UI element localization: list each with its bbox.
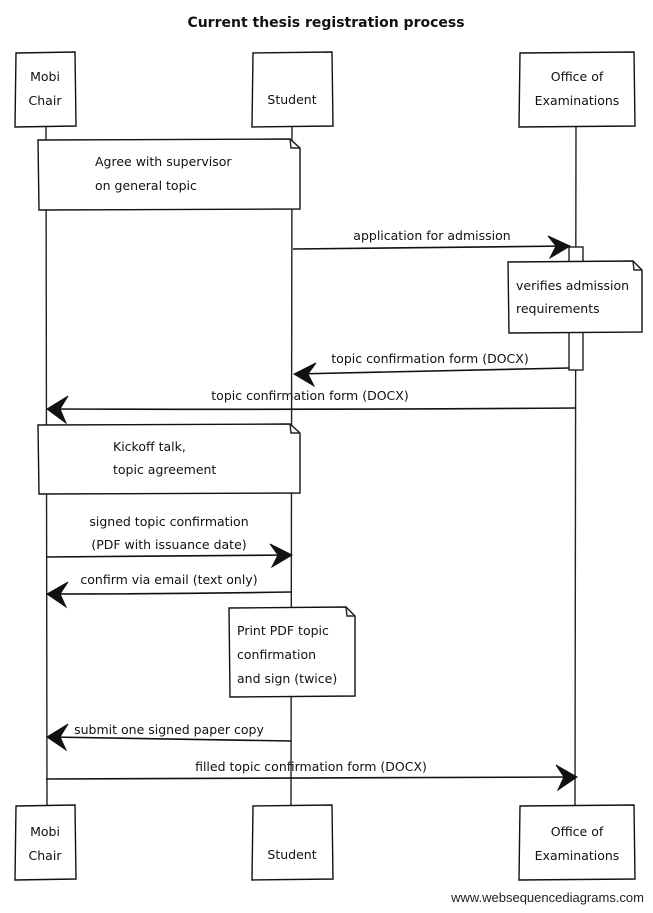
message-label: topic confirmation form (DOCX) [211, 388, 408, 403]
note-agree-with-supervisor: Agree with supervisor on general topic [37, 138, 301, 211]
note-text: Kickoff talk, [113, 439, 186, 454]
message-label: (PDF with issuance date) [91, 537, 246, 552]
participant-label: Student [267, 92, 316, 107]
note-text: Print PDF topic [237, 623, 329, 638]
message-topic-confirmation-form-to-mobi: topic confirmation form (DOCX) [46, 388, 577, 425]
note-kickoff-talk: Kickoff talk, topic agreement [37, 423, 301, 495]
message-label: signed topic confirmation [89, 514, 248, 529]
participant-student-bottom: Student [251, 804, 334, 881]
note-text: and sign (twice) [237, 671, 337, 686]
message-topic-confirmation-form-to-student: topic confirmation form (DOCX) [292, 351, 570, 388]
message-label: confirm via email (text only) [80, 572, 257, 587]
participant-office-bottom: Office of Examinations [518, 804, 636, 881]
message-filled-topic-confirmation-form: filled topic confirmation form (DOCX) [45, 759, 578, 792]
participant-mobi-chair-top: Mobi Chair [14, 51, 77, 128]
participant-label: Chair [29, 848, 63, 863]
participant-label: Mobi [30, 69, 60, 84]
participant-label: Mobi [30, 824, 60, 839]
message-signed-topic-confirmation: signed topic confirmation (PDF with issu… [45, 514, 294, 569]
message-label: submit one signed paper copy [74, 722, 264, 737]
participant-label: Office of [551, 824, 604, 839]
note-text: confirmation [237, 647, 316, 662]
footer-watermark: www.websequencediagrams.com [451, 890, 644, 905]
message-label: topic confirmation form (DOCX) [331, 351, 528, 366]
message-label: filled topic confirmation form (DOCX) [195, 759, 427, 774]
diagram-title: Current thesis registration process [187, 15, 464, 31]
participant-label: Examinations [535, 93, 620, 108]
message-application-for-admission: application for admission [292, 228, 572, 260]
note-text: requirements [516, 301, 600, 316]
participant-label: Chair [29, 93, 63, 108]
message-confirm-via-email: confirm via email (text only) [46, 572, 292, 609]
note-text: on general topic [95, 178, 197, 193]
note-verifies-admission-requirements: verifies admission requirements [507, 260, 643, 334]
note-text: Agree with supervisor [95, 154, 232, 169]
participant-label: Student [267, 847, 316, 862]
note-text: verifies admission [516, 278, 629, 293]
lifeline-office-of-examinations [574, 125, 578, 807]
participant-office-top: Office of Examinations [518, 51, 636, 128]
message-label: application for admission [353, 228, 510, 243]
note-text: topic agreement [113, 462, 216, 477]
participant-label: Office of [551, 69, 604, 84]
note-print-pdf-topic: Print PDF topic confirmation and sign (t… [228, 606, 356, 698]
participant-mobi-chair-bottom: Mobi Chair [14, 804, 77, 881]
message-submit-signed-paper-copy: submit one signed paper copy [46, 722, 292, 752]
participant-label: Examinations [535, 848, 620, 863]
participant-student-top: Student [251, 51, 334, 128]
